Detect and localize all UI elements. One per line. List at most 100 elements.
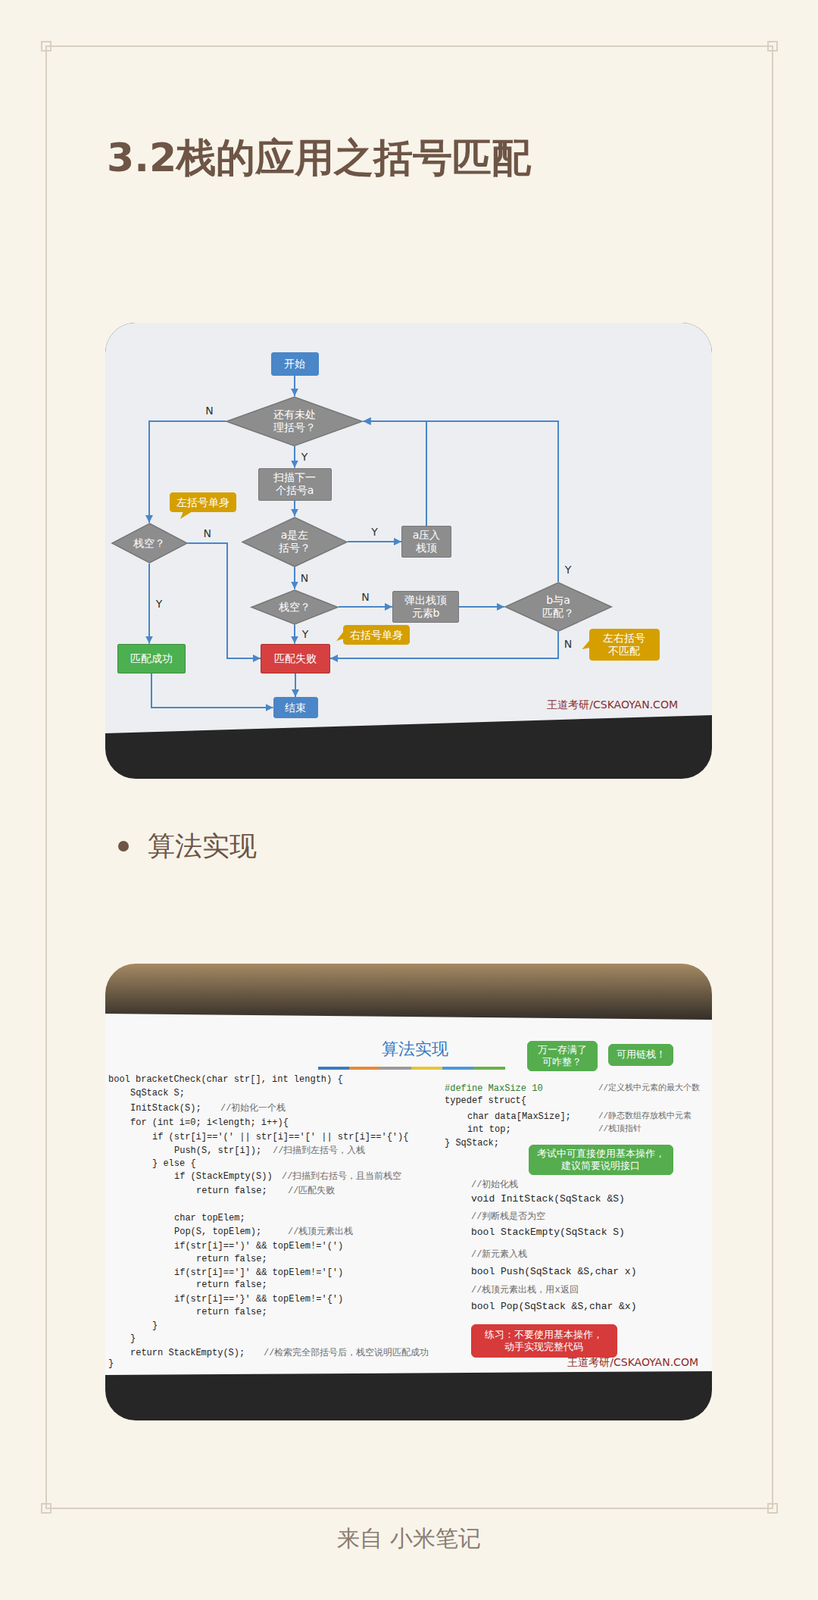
diamond-shape xyxy=(112,523,188,563)
flow-arrow xyxy=(151,673,274,709)
code-comment: //扫描到右括号，且当前栈空 xyxy=(281,1170,402,1182)
interface-line: void InitStack(SqStack &S) xyxy=(471,1192,625,1206)
color-bar xyxy=(473,1066,506,1070)
frame-corner xyxy=(41,1503,51,1513)
callout-note: 左右括号 不匹配 xyxy=(589,628,660,661)
interface-line: bool Push(SqStack &S,char x) xyxy=(471,1265,637,1278)
decision-diamond: b与a 匹配？ xyxy=(504,581,612,632)
failure-box: 匹配失败 xyxy=(260,643,331,674)
slide-heading: 算法实现 xyxy=(381,1039,449,1059)
decision-diamond: a是左 括号？ xyxy=(241,516,348,568)
callout-note: 右括号单身 xyxy=(343,624,410,645)
process-box: a压入 栈顶 xyxy=(401,525,452,558)
code-comment: //检索完全部括号后，栈空说明匹配成功 xyxy=(263,1347,429,1359)
flow-arrow xyxy=(293,446,296,468)
code-comment: //定义栈中元素的最大个数 xyxy=(598,1083,700,1093)
diamond-shape xyxy=(226,396,363,446)
node-text: 右括号单身 xyxy=(349,628,404,642)
code-line: #define MaxSize 10 xyxy=(444,1083,544,1094)
flow-arrow xyxy=(293,500,296,517)
color-bar xyxy=(349,1066,381,1070)
node-text: b与a 匹配？ xyxy=(541,593,575,620)
code-comment: //判断栈是否为空 xyxy=(471,1211,546,1222)
flow-arrow xyxy=(294,673,297,698)
code-comment: //新元素入栈 xyxy=(471,1248,528,1260)
process-box: 弹出栈顶 元素b xyxy=(392,590,459,623)
code-line: if(str[i]==')' && topElem!='(') xyxy=(174,1240,344,1252)
slide-screen xyxy=(105,322,712,734)
diamond-shape xyxy=(251,590,338,625)
edge-label: N xyxy=(299,571,310,585)
code-line: int top; xyxy=(467,1123,512,1135)
edge-label: Y xyxy=(369,525,380,539)
code-comment: //匹配失败 xyxy=(287,1185,335,1196)
node-text: 匹配成功 xyxy=(129,652,174,666)
code-comment: //栈顶元素出栈，用x返回 xyxy=(471,1284,579,1296)
node-text: 还有未处 理括号？ xyxy=(272,408,317,434)
code-line: return StackEmpty(S); xyxy=(130,1347,245,1359)
code-line: return false; xyxy=(196,1306,268,1318)
node-text: a压入 栈顶 xyxy=(412,528,442,555)
callout-bubble: 可用链栈！ xyxy=(608,1043,674,1066)
edge-label: N xyxy=(202,527,213,541)
edge-label: N xyxy=(562,637,574,651)
flow-arrow xyxy=(148,563,150,644)
node-text: 左右括号 不匹配 xyxy=(602,631,647,658)
watermark: 王道考研/CSKAOYAN.COM xyxy=(546,698,678,712)
success-box: 匹配成功 xyxy=(117,643,186,674)
edge-label: N xyxy=(359,590,371,604)
code-comment: //静态数组存放栈中元素 xyxy=(598,1111,692,1121)
flow-arrow xyxy=(363,421,559,582)
node-text: 匹配失败 xyxy=(273,652,318,666)
monitor-bezel xyxy=(105,322,712,779)
interface-line: bool StackEmpty(SqStack S) xyxy=(471,1226,625,1239)
code-line: } else { xyxy=(152,1158,197,1169)
code-line: return false; xyxy=(196,1253,268,1265)
edge-label: Y xyxy=(299,450,310,464)
watermark: 王道考研/CSKAOYAN.COM xyxy=(567,1355,699,1369)
code-line: if(str[i]==']' && topElem!='[') xyxy=(174,1267,344,1278)
page-footer: 来自 小米笔记 xyxy=(337,1524,481,1552)
callout-bubble: 练习：不要使用基本操作， 动手实现完整代码 xyxy=(471,1323,618,1358)
flow-arrow xyxy=(293,624,296,644)
page-frame xyxy=(46,46,773,1508)
node-text: 弹出栈顶 元素b xyxy=(403,593,448,620)
code-line: return false; xyxy=(196,1279,268,1290)
code-line: Push(S, str[i]); xyxy=(174,1145,262,1156)
code-line: SqStack S; xyxy=(130,1087,185,1099)
code-line: } SqStack; xyxy=(444,1137,500,1149)
code-line: Pop(S, topElem); xyxy=(174,1226,262,1237)
color-bar xyxy=(380,1066,412,1070)
edge-label: Y xyxy=(154,596,165,610)
flowchart-photo xyxy=(105,322,712,779)
code-line: } xyxy=(152,1320,158,1331)
start-terminal: 开始 xyxy=(271,352,319,376)
code-comment: //初始化一个栈 xyxy=(220,1102,286,1114)
node-text: 万一存满了 可咋整？ xyxy=(537,1043,588,1068)
diamond-shape xyxy=(242,517,347,567)
color-bar xyxy=(411,1066,443,1070)
code-photo xyxy=(105,963,712,1421)
slide-screen xyxy=(105,1013,712,1375)
callout-note: 左括号单身 xyxy=(169,492,237,513)
edge-label: Y xyxy=(563,563,574,577)
node-text: 考试中可直接使用基本操作， 建议简要说明接口 xyxy=(536,1147,666,1171)
interface-line: bool Pop(SqStack &S,char &x) xyxy=(471,1300,637,1313)
decision-diamond: 栈空？ xyxy=(111,522,188,564)
color-bar xyxy=(442,1066,474,1070)
node-text: a是左 括号？ xyxy=(277,528,312,555)
code-line: } xyxy=(130,1333,136,1344)
code-comment: //栈顶指针 xyxy=(598,1123,642,1134)
code-comment: //初始化栈 xyxy=(471,1179,519,1190)
callout-bubble: 考试中可直接使用基本操作， 建议简要说明接口 xyxy=(528,1144,674,1174)
decision-diamond: 还有未处 理括号？ xyxy=(225,396,363,447)
flow-arrow xyxy=(363,421,427,526)
flow-arrow xyxy=(338,605,393,608)
bullet-dot xyxy=(118,840,129,852)
color-bar xyxy=(318,1066,350,1070)
node-text: 结束 xyxy=(284,701,307,715)
flow-arrow xyxy=(187,543,262,659)
code-line: for (int i=0; i<length; i++){ xyxy=(130,1117,289,1128)
code-line: char data[MaxSize]; xyxy=(467,1111,572,1122)
